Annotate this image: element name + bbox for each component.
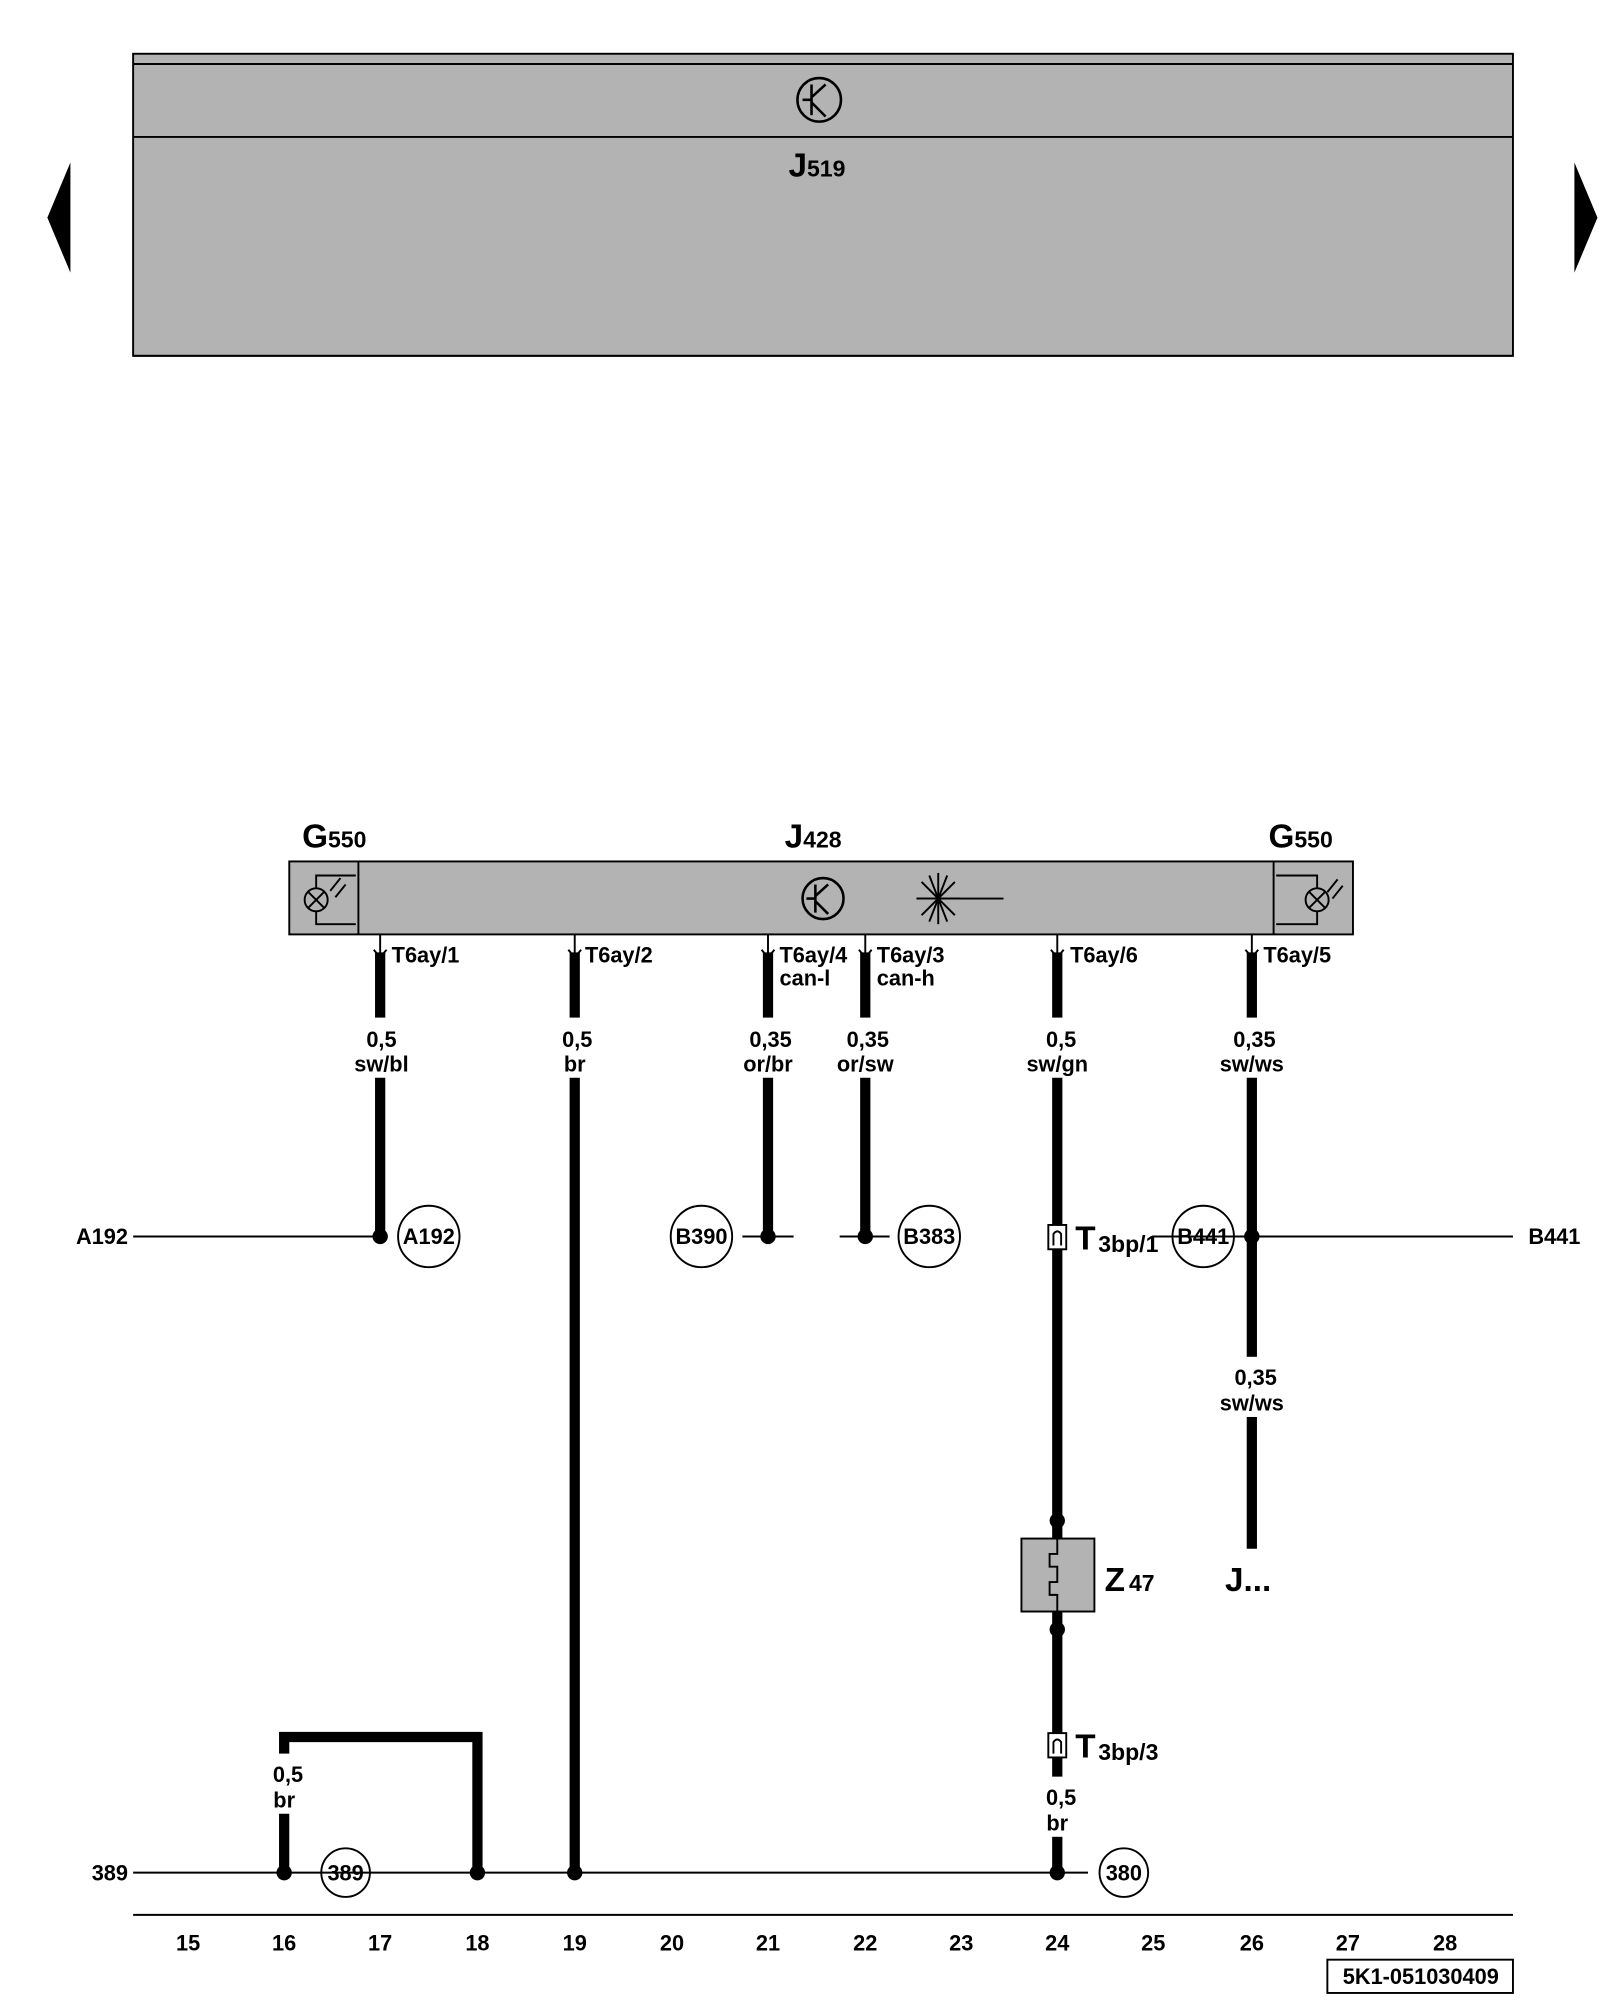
j428-label: J428 [785, 818, 842, 855]
svg-text:17: 17 [368, 1931, 392, 1956]
svg-text:T: T [1075, 1220, 1095, 1257]
wires [262, 934, 1278, 1873]
svg-text:or/sw: or/sw [837, 1051, 894, 1076]
wire-label: 0,5br [562, 1027, 592, 1076]
svg-text:B383: B383 [903, 1224, 955, 1249]
svg-text:28: 28 [1433, 1931, 1457, 1956]
document-id-box: 5K1-051030409 [1326, 1958, 1514, 1994]
light-sensor-icon [916, 872, 1004, 925]
j519-label: J519 [788, 148, 845, 185]
g550-left-label: G550 [302, 818, 366, 855]
svg-text:47: 47 [1129, 1570, 1155, 1596]
svg-text:0,35: 0,35 [749, 1027, 791, 1052]
pin-label: T6ay/6 [1070, 943, 1138, 968]
svg-text:389: 389 [327, 1860, 363, 1885]
svg-text:or/br: or/br [743, 1051, 793, 1076]
svg-text:A192: A192 [403, 1224, 455, 1249]
svg-text:0,5: 0,5 [273, 1762, 303, 1787]
svg-text:0,5: 0,5 [366, 1027, 396, 1052]
wire-label: 0,5br [273, 1762, 303, 1813]
track-numbers: 15 16 17 18 19 20 21 22 23 24 25 26 27 2… [176, 1931, 1457, 1956]
ref-circle-389[interactable]: 389 [320, 1847, 371, 1898]
svg-text:B390: B390 [675, 1224, 727, 1249]
ref-circle-b390[interactable]: B390 [669, 1204, 734, 1269]
svg-text:21: 21 [756, 1931, 780, 1956]
sensor-lamp-icon [1276, 874, 1344, 926]
svg-text:B441: B441 [1177, 1224, 1229, 1249]
svg-text:br: br [564, 1051, 586, 1076]
junction-dots [276, 1228, 1260, 1881]
pin-label: T6ay/1 [392, 943, 460, 968]
svg-text:0,35: 0,35 [847, 1027, 889, 1052]
svg-text:5K1-051030409: 5K1-051030409 [1343, 1964, 1499, 1989]
wire-label: 0,5sw/gn [1026, 1027, 1088, 1076]
next-page-arrow-icon[interactable] [1574, 162, 1598, 273]
svg-text:sw/ws: sw/ws [1220, 1391, 1284, 1416]
control-unit-j519: J519 [132, 52, 1514, 357]
pin-label: T6ay/3 [877, 943, 945, 968]
svg-text:23: 23 [949, 1931, 973, 1956]
svg-text:19: 19 [563, 1931, 587, 1956]
ref-a192-left: A192 [76, 1224, 128, 1249]
svg-text:26: 26 [1240, 1931, 1264, 1956]
svg-text:3bp/1: 3bp/1 [1098, 1231, 1158, 1257]
pin-label: T6ay/2 [585, 943, 653, 968]
pin-note: can-l [780, 966, 831, 991]
ref-389-left: 389 [92, 1860, 128, 1885]
svg-text:15: 15 [176, 1931, 200, 1956]
wire-label: 0,5sw/bl [354, 1027, 408, 1076]
pin-label: T6ay/4 [780, 943, 848, 968]
transistor-icon [796, 76, 843, 123]
ref-circle-380[interactable]: 380 [1098, 1847, 1150, 1898]
svg-text:3bp/3: 3bp/3 [1098, 1739, 1158, 1765]
pin-note: can-h [877, 966, 935, 991]
svg-text:0,35: 0,35 [1235, 1365, 1277, 1390]
svg-text:sw/bl: sw/bl [354, 1051, 408, 1076]
ref-circle-a192[interactable]: A192 [397, 1204, 461, 1269]
sensor-lamp-icon [303, 874, 356, 926]
svg-text:16: 16 [272, 1931, 296, 1956]
ref-circle-b441[interactable]: B441 [1171, 1204, 1235, 1269]
svg-text:sw/gn: sw/gn [1026, 1051, 1088, 1076]
control-unit-j428 [288, 860, 1354, 936]
svg-text:br: br [273, 1787, 295, 1812]
continuation-label: J... [1225, 1562, 1271, 1599]
previous-page-arrow-icon[interactable] [47, 162, 71, 273]
svg-text:18: 18 [465, 1931, 489, 1956]
svg-text:24: 24 [1045, 1931, 1069, 1956]
svg-text:22: 22 [853, 1931, 877, 1956]
transistor-icon [801, 876, 845, 921]
svg-text:br: br [1046, 1810, 1068, 1835]
svg-text:0,5: 0,5 [1046, 1027, 1076, 1052]
svg-text:sw/ws: sw/ws [1220, 1051, 1284, 1076]
ref-circle-b383[interactable]: B383 [897, 1204, 961, 1269]
svg-text:0,5: 0,5 [1046, 1785, 1076, 1810]
svg-text:380: 380 [1106, 1860, 1142, 1885]
svg-text:T: T [1075, 1728, 1095, 1765]
wire-label: 0,5br [1046, 1785, 1076, 1836]
svg-text:Z: Z [1105, 1562, 1125, 1599]
svg-text:25: 25 [1141, 1931, 1165, 1956]
svg-text:0,5: 0,5 [562, 1027, 592, 1052]
g550-right-label: G550 [1268, 818, 1332, 855]
pin-label: T6ay/5 [1263, 943, 1331, 968]
svg-text:20: 20 [660, 1931, 684, 1956]
svg-text:0,35: 0,35 [1233, 1027, 1275, 1052]
svg-text:27: 27 [1336, 1931, 1360, 1956]
ref-b441-right: B441 [1528, 1224, 1580, 1249]
